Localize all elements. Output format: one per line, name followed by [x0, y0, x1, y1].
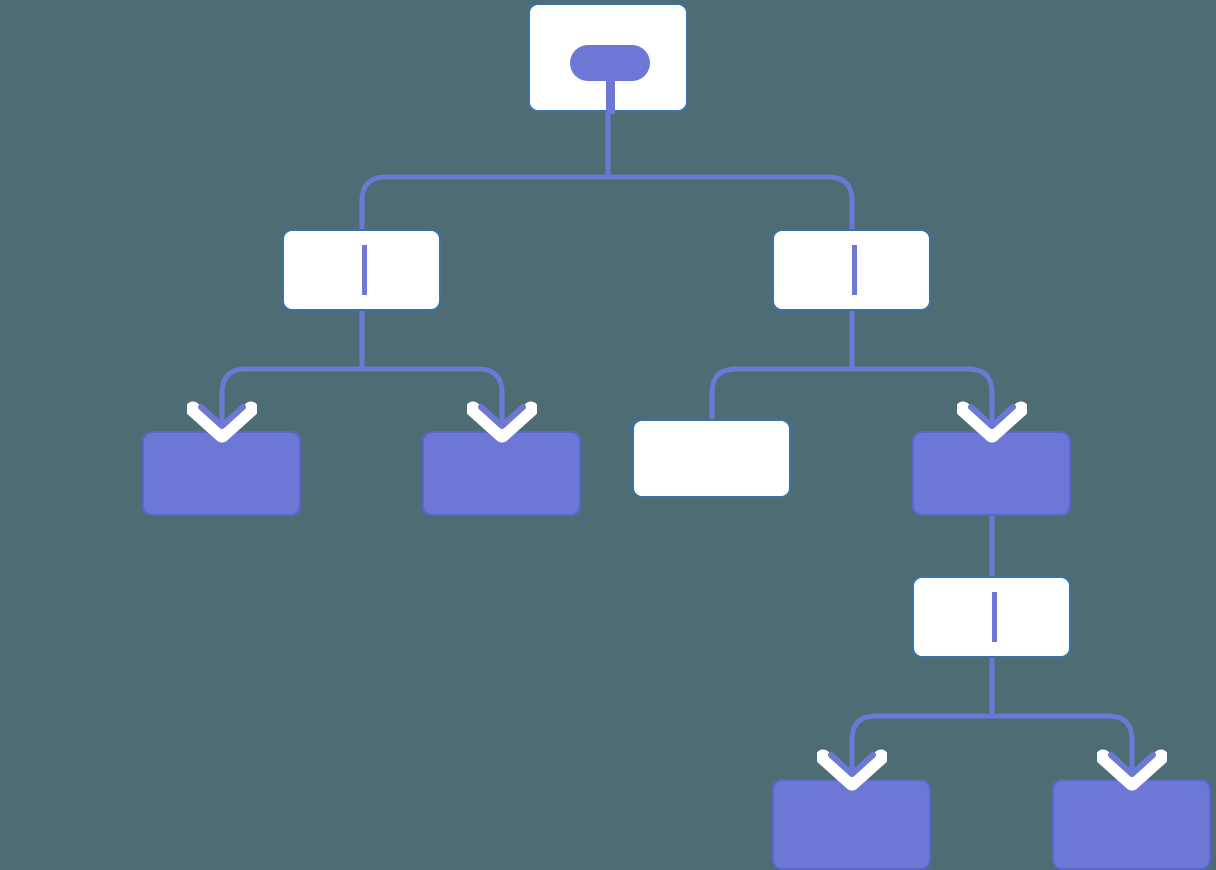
node-l2-b[interactable] [422, 431, 581, 516]
node-l2-c[interactable] [632, 419, 791, 498]
chevron-inner-purple [827, 752, 876, 777]
chevron-inner-purple [477, 404, 526, 429]
edge-l1-left-to-l2-a [219, 311, 365, 431]
node-l2-d[interactable] [912, 431, 1071, 516]
node-l1-right[interactable] [772, 229, 931, 311]
pass-through-connector [362, 245, 367, 295]
node-root[interactable] [528, 3, 688, 114]
chevron-inner-purple [197, 404, 246, 429]
pass-through-connector [992, 592, 997, 642]
edge-root-to-l1-right [605, 112, 855, 229]
edge-l3-mid-to-l4-b [989, 658, 1135, 779]
edge-l1-right-to-l2-c [709, 311, 855, 419]
node-l4-a[interactable] [772, 779, 931, 870]
node-l2-a[interactable] [142, 431, 301, 516]
chevron-inner-purple [1107, 752, 1156, 777]
edge-l3-mid-to-l4-a [849, 658, 995, 779]
chevron-inner-purple [967, 404, 1016, 429]
node-l1-left[interactable] [282, 229, 441, 311]
root-stem-shape [606, 75, 615, 114]
edge-l1-left-to-l2-b [359, 311, 505, 431]
pass-through-connector [852, 245, 857, 295]
node-l4-b[interactable] [1052, 779, 1211, 870]
node-l3-mid[interactable] [912, 576, 1071, 658]
edge-l1-right-to-l2-d [849, 311, 995, 431]
